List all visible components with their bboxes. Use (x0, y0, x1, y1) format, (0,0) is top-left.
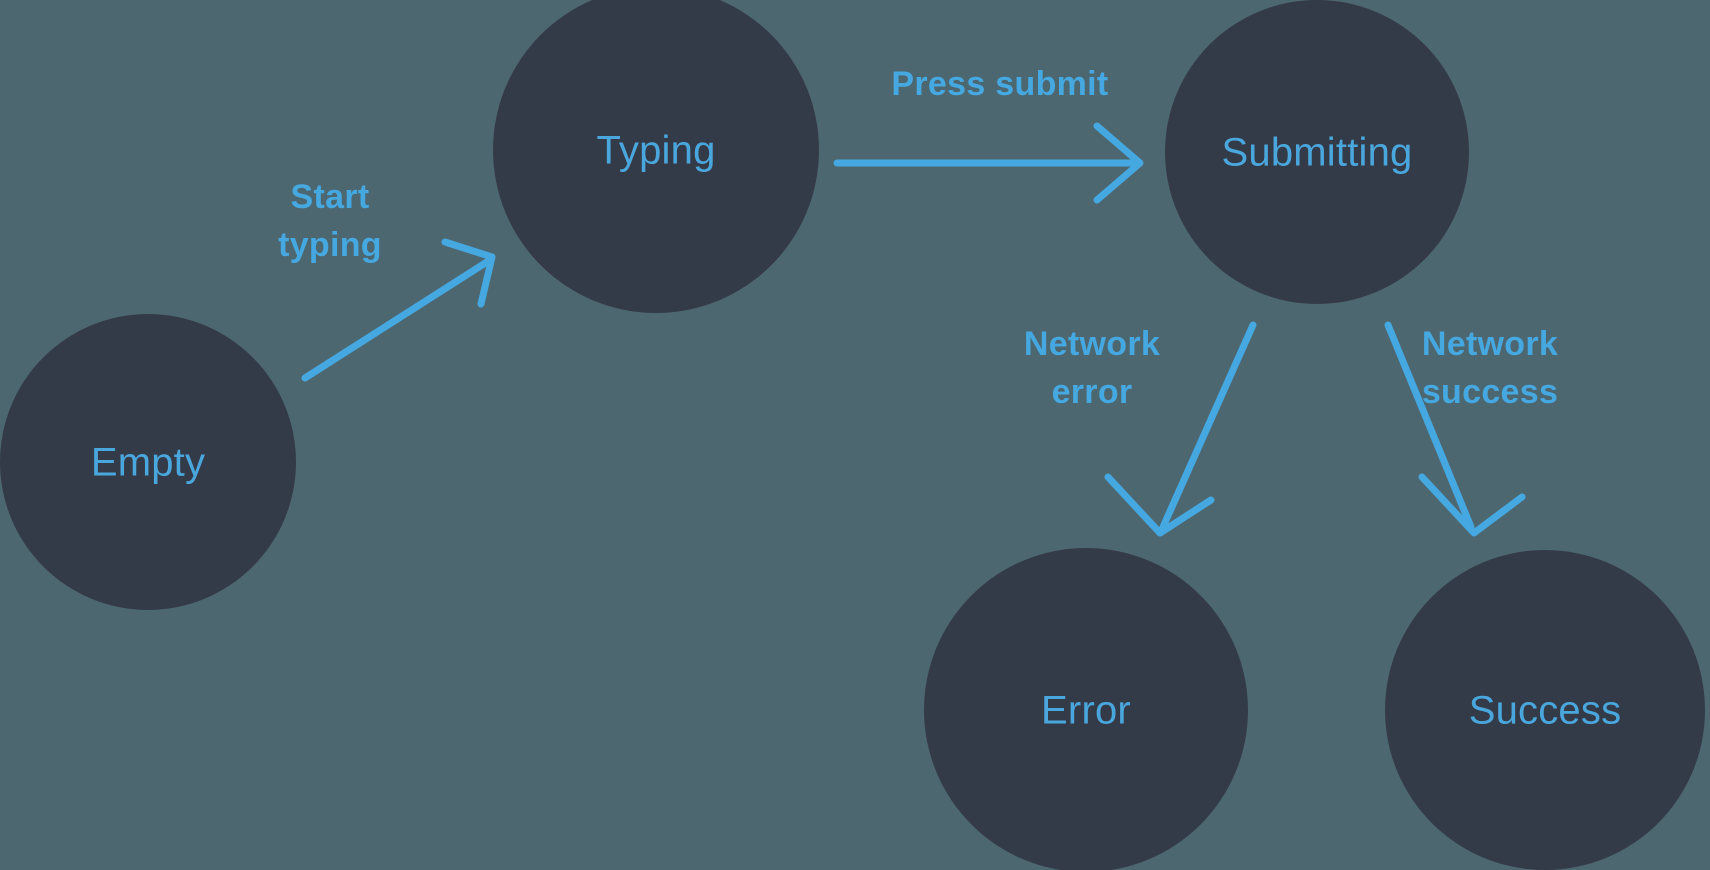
state-circle[interactable] (493, 0, 819, 313)
transition-label-line: error (1052, 373, 1133, 411)
state-node-typing[interactable]: Typing (493, 0, 819, 313)
transition-line (1384, 321, 1475, 531)
transition-label-empty-to-typing: Start typing (278, 178, 382, 264)
transition-label-typing-to-submitting: Press submit (891, 65, 1108, 103)
transition-label-submitting-to-error: Network error (1024, 325, 1160, 411)
state-node-error[interactable]: Error (924, 548, 1248, 870)
state-label: Typing (596, 129, 715, 173)
state-circle[interactable] (924, 548, 1248, 870)
transition-line (1159, 321, 1257, 531)
transition-label-line: Press submit (891, 65, 1108, 103)
arrow-head-icon (441, 238, 496, 308)
transition-label-line: Network (1422, 325, 1558, 363)
transition-line (301, 256, 494, 382)
transition-empty-to-typing (301, 238, 496, 382)
transition-submitting-to-success (1384, 321, 1526, 537)
arrow-head-icon (1418, 473, 1526, 537)
transition-typing-to-submitting (833, 122, 1144, 204)
transition-label-line: typing (278, 226, 382, 264)
state-circle[interactable] (1385, 550, 1705, 870)
state-label: Success (1469, 689, 1622, 733)
transition-label-line: Start (291, 178, 370, 216)
state-label: Submitting (1222, 131, 1413, 175)
state-node-submitting[interactable]: Submitting (1165, 0, 1469, 304)
state-node-empty[interactable]: Empty (0, 314, 296, 610)
state-label: Empty (91, 441, 205, 485)
transition-label-line: success (1422, 373, 1558, 411)
transition-submitting-to-error (1104, 321, 1257, 537)
transition-label-submitting-to-success: Network success (1422, 325, 1558, 411)
state-label: Error (1041, 689, 1131, 733)
transition-label-line: Network (1024, 325, 1160, 363)
arrow-head-icon (1093, 122, 1144, 204)
state-circle[interactable] (1165, 0, 1469, 304)
state-node-success[interactable]: Success (1385, 550, 1705, 870)
arrow-head-icon (1104, 473, 1215, 537)
state-circle[interactable] (0, 314, 296, 610)
